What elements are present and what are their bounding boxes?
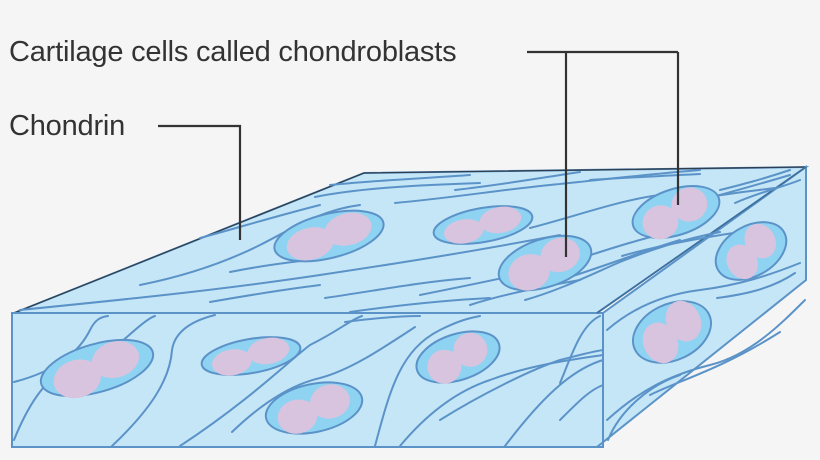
cell-top-1 <box>273 209 385 263</box>
cell-top-2 <box>432 205 534 245</box>
chondroblast-cells <box>39 185 788 435</box>
cell-side-2 <box>632 300 712 364</box>
cell-front-2 <box>200 336 302 376</box>
cell-front-1 <box>39 338 155 399</box>
cell-top-3 <box>497 234 593 292</box>
cell-front-4 <box>264 381 364 435</box>
leader-lines <box>158 50 680 257</box>
cell-side-1 <box>714 221 788 281</box>
cell-top-4 <box>631 185 721 240</box>
label-chondroblasts: Cartilage cells called chondroblasts <box>9 36 457 68</box>
cell-front-3 <box>415 330 501 384</box>
label-chondrin: Chondrin <box>9 110 126 142</box>
leader-line-chondrin <box>158 124 242 240</box>
